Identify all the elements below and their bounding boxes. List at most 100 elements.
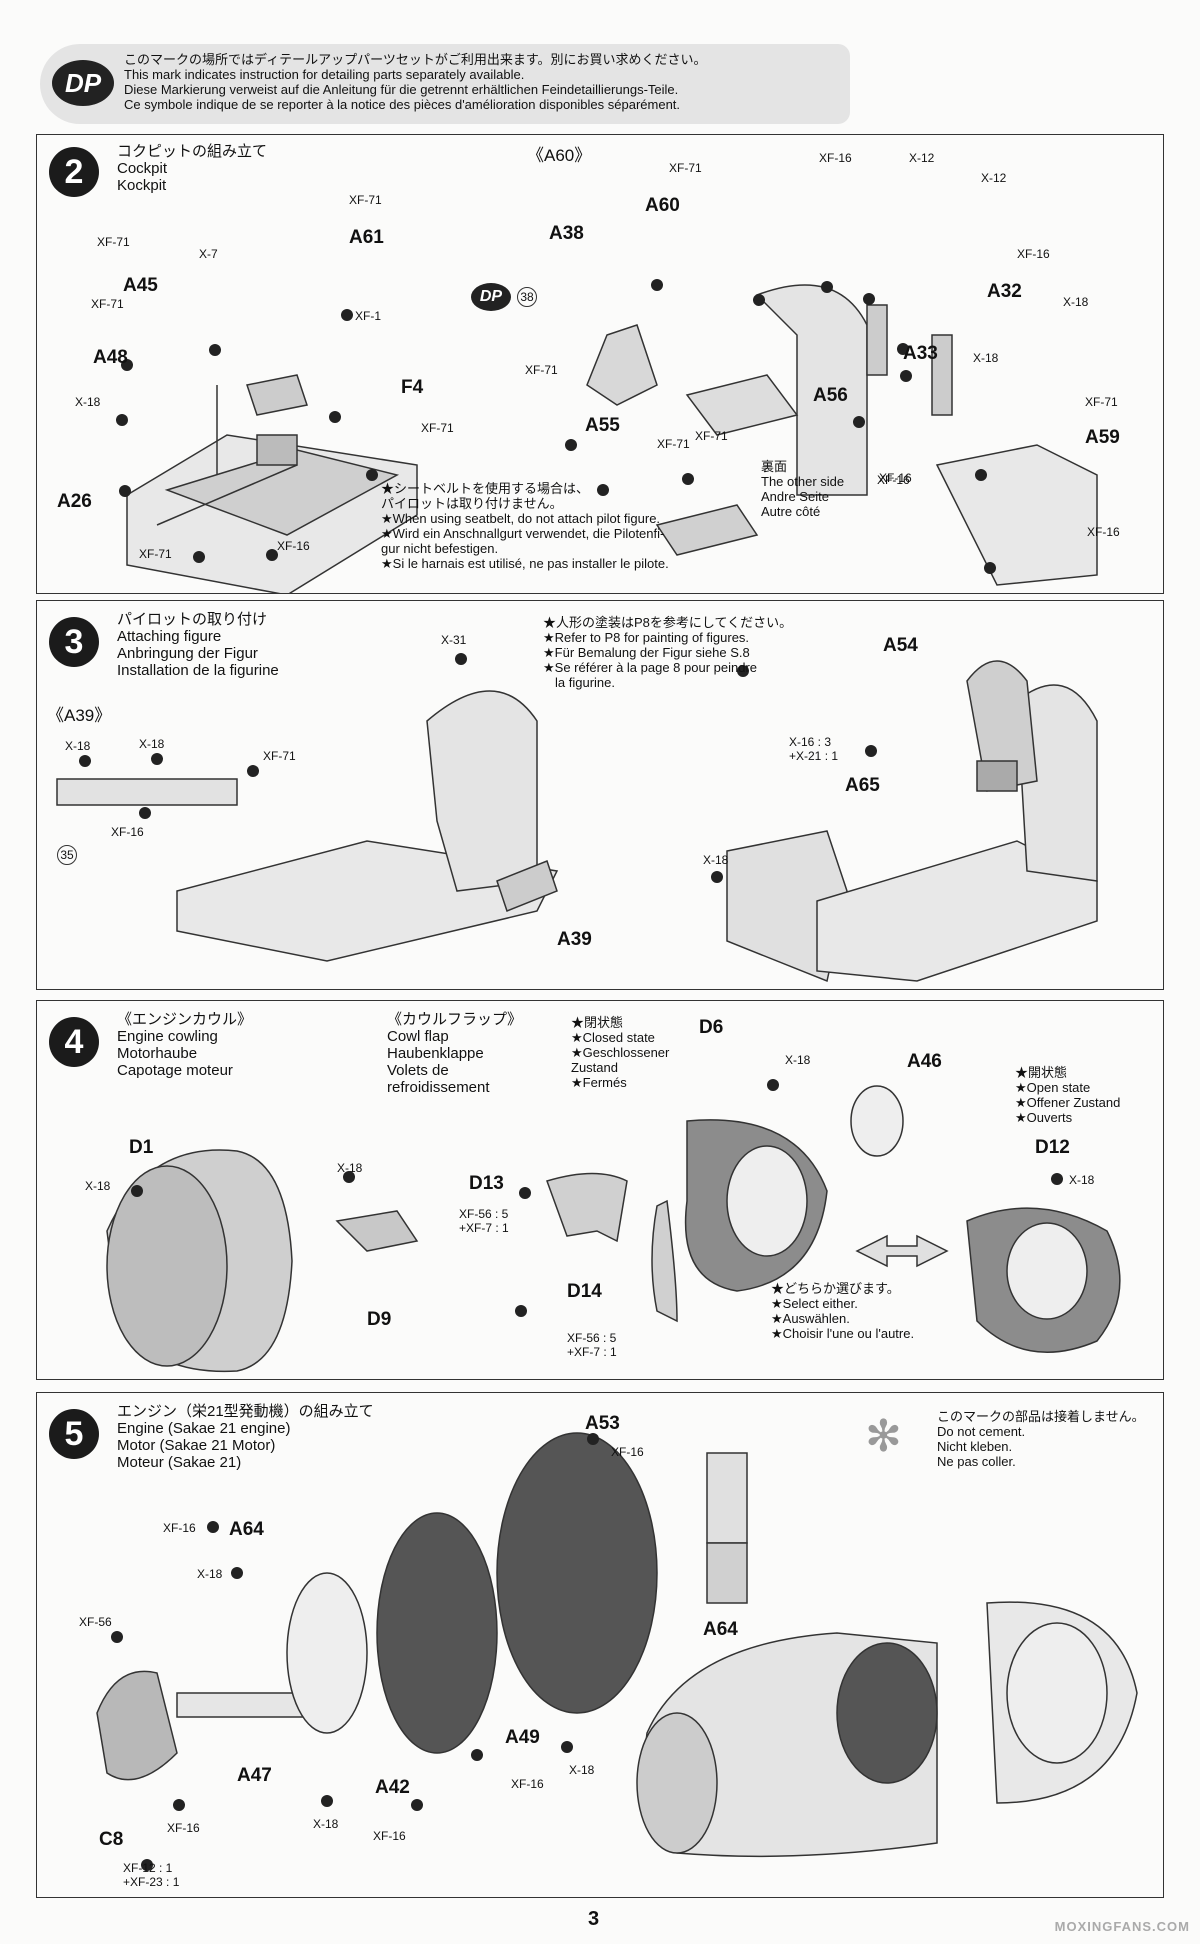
title-line: Engine cowling [117,1028,218,1045]
title-line: Kockpit [117,177,167,194]
paint-code: X-12 [981,171,1007,185]
paint-code: XF-16 [819,151,852,165]
dp-notice-line: Diese Markierung verweist auf die Anleit… [124,82,679,97]
closed-line: ★Closed state [571,1030,655,1045]
paint-mix-d14: XF-56 : 5 +XF-7 : 1 [567,1331,617,1359]
select-line: ★Auswählen. [771,1311,850,1326]
seatbelt-line: gur nicht befestigen. [381,541,499,556]
step-3-panel: 3 パイロットの取り付け Attaching figure Anbringung… [36,600,1164,990]
paint-mix-line: XF-56 : 5 [459,1207,509,1221]
part-label-a26: A26 [57,491,92,512]
part-label-d6: D6 [699,1017,724,1038]
paint-code: X-18 [1069,1173,1095,1187]
part-label-a60: A60 [645,195,680,216]
title-line: 《エンジンカウル》 [117,1011,253,1028]
paint-code: X-18 [973,351,999,365]
paint-code: XF-71 [525,363,558,377]
figure-illustration [56,653,1098,983]
paint-code: X-31 [441,633,467,647]
paint-code: XF-16 [611,1445,644,1459]
paint-mix-line: +XF-7 : 1 [459,1221,509,1235]
select-either-note: ★どちらか選びます。 ★Select either. ★Auswählen. ★… [771,1281,914,1341]
paint-code: XF-16 [1087,525,1120,539]
seatbelt-line: ★シートベルトを使用する場合は、 [381,481,590,496]
select-line: ★Select either. [771,1296,858,1311]
part-label-a33: A33 [903,343,938,364]
title-line: Capotage moteur [117,1062,233,1079]
part-label-a55: A55 [585,415,620,436]
part-label-d1: D1 [129,1137,154,1158]
paint-mix-line: +XF-23 : 1 [123,1875,180,1889]
seatbelt-line: ★Si le harnais est utilisé, ne pas insta… [381,556,669,571]
closed-state-note: ★閉状態 ★Closed state ★Geschlossener Zustan… [571,1015,669,1090]
part-label-f4: F4 [401,377,424,398]
figure-note-line: ★人形の塗装はP8を参考にしてください。 [543,615,793,630]
dp-notice-text: このマークの場所ではディテールアップパーツセットがご利用出来ます。別にお買い求め… [124,52,707,112]
title-line: Haubenklappe [387,1045,484,1062]
paint-mix: X-16 : 3 +X-21 : 1 [789,735,838,763]
paint-code: X-18 [313,1817,339,1831]
figure-note-line: ★Se référer à la page 8 pour peindre [543,660,758,675]
part-label-a38: A38 [549,223,584,244]
paint-mix-line: XF-12 : 1 [123,1861,173,1875]
paint-mix-d13: XF-56 : 5 +XF-7 : 1 [459,1207,509,1235]
callout-a39: 《A39》 [47,706,112,725]
no-cement-note: このマークの部品は接着しません。 Do not cement. Nicht kl… [937,1409,1145,1469]
part-label-a56: A56 [813,385,848,406]
title-line: Attaching figure [117,628,222,645]
paint-code: X-18 [75,395,101,409]
seatbelt-line: ★When using seatbelt, do not attach pilo… [381,511,661,526]
paint-code: XF-16 [511,1777,544,1791]
title-line: refroidissement [387,1079,490,1096]
no-cement-line: このマークの部品は接着しません。 [937,1409,1145,1424]
paint-code: XF-16 [163,1521,196,1535]
seatbelt-line: ★Wird ein Anschnallgurt verwendet, die P… [381,526,665,541]
other-side-paint: XF-16 [877,473,910,487]
step-number: 3 [49,617,99,667]
other-side-line: The other side [761,474,845,489]
cockpit-illustration [116,279,1098,593]
open-state-note: ★開状態 ★Open state ★Offener Zustand ★Ouver… [1015,1065,1120,1125]
no-cement-icon: ✻ [865,1412,902,1461]
paint-code: X-18 [703,853,729,867]
engine-cowling-title: 《エンジンカウル》 Engine cowling Motorhaube Capo… [117,1011,252,1079]
cowling-illustration [106,1079,1121,1373]
paint-code: XF-71 [421,421,454,435]
title-line: コクピットの組み立て [117,143,268,160]
callout-a60: 《A60》 [527,146,592,165]
closed-line: ★Geschlossener [571,1045,670,1060]
part-label-a53: A53 [585,1413,620,1434]
figure-note-line: ★Für Bemalung der Figur siehe S.8 [543,645,750,660]
open-line: ★Offener Zustand [1015,1095,1121,1110]
dp-notice-line: This mark indicates instruction for deta… [124,67,525,82]
paint-mix-line: X-16 : 3 [789,735,832,749]
select-line: ★Choisir l'une ou l'autre. [771,1326,915,1341]
paint-code: X-18 [197,1567,223,1581]
figure-note-line: ★Refer to P8 for painting of figures. [543,630,750,645]
dp-badge: DP [52,60,114,106]
open-line: ★Open state [1015,1080,1091,1095]
part-label-a61: A61 [349,227,384,248]
closed-line: ★Fermés [571,1075,627,1090]
other-side-line: Autre côté [761,504,821,519]
dp-ref-number: 38 [517,287,537,307]
no-cement-line: Do not cement. [937,1424,1026,1439]
paint-code: XF-16 [277,539,310,553]
step-number: 2 [49,147,99,197]
title-line: Cockpit [117,160,168,177]
paint-code: XF-16 [1017,247,1050,261]
part-label-a64: A64 [229,1519,264,1540]
paint-code: XF-71 [139,547,172,561]
part-label-c8: C8 [99,1829,124,1850]
paint-code: XF-71 [349,193,382,207]
step-2-panel: 2 コクピットの組み立て Cockpit Kockpit A61 A45 A48… [36,134,1164,594]
paint-code: XF-16 [879,471,912,485]
open-line: ★Ouverts [1015,1110,1073,1125]
engine-illustration [96,1432,1138,1871]
paint-code: XF-1 [355,309,382,323]
part-label-a39: A39 [557,929,592,950]
paint-mix-line: +X-21 : 1 [789,749,839,763]
title-line: エンジン（栄21型発動機）の組み立て [117,1403,374,1420]
paint-code: XF-16 [167,1821,200,1835]
closed-line: ★閉状態 [571,1015,624,1030]
